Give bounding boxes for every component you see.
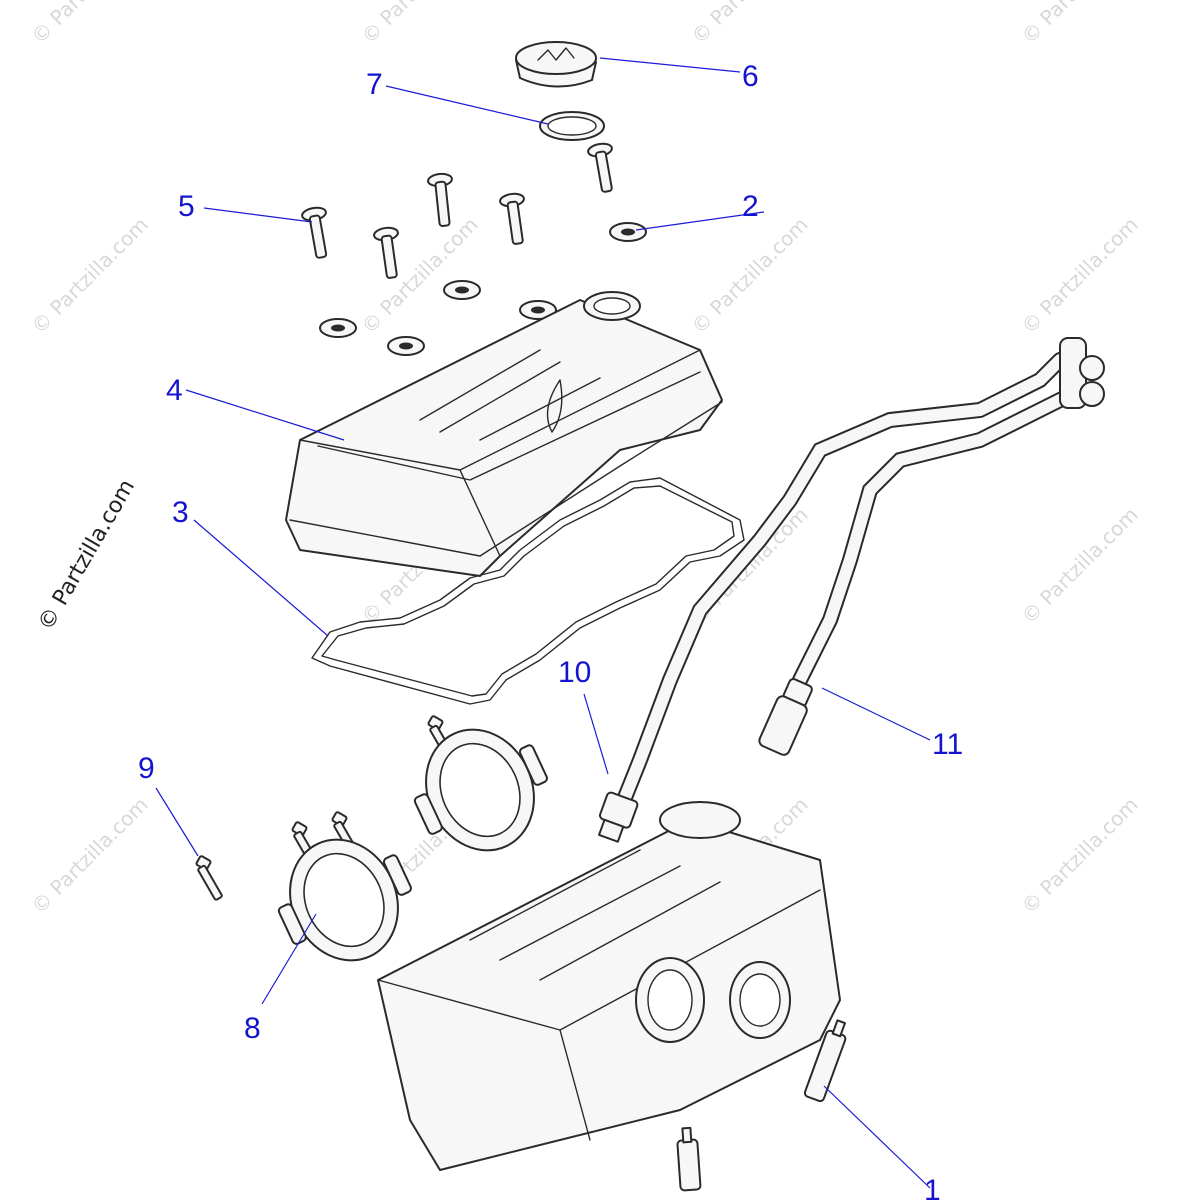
leader-line-8 [261, 913, 317, 1005]
callout-7[interactable]: 7 [366, 68, 383, 101]
leader-line-4 [185, 389, 345, 441]
callout-3[interactable]: 3 [172, 496, 189, 529]
leader-line-7 [385, 85, 549, 125]
callout-4[interactable]: 4 [166, 374, 183, 407]
breather-hoses [598, 337, 1105, 843]
leader-line-6 [599, 57, 741, 73]
cover-bolts [301, 142, 613, 279]
oil-filler-cap [515, 41, 597, 88]
callout-8[interactable]: 8 [244, 1012, 261, 1045]
callout-1[interactable]: 1 [924, 1174, 941, 1200]
watermark-text: © Partzilla.com [27, 212, 153, 338]
watermark-text: © Partzilla.com [1017, 0, 1143, 49]
callout-2[interactable]: 2 [742, 190, 759, 223]
callout-11[interactable]: 11 [932, 728, 963, 761]
watermark-text: © Partzilla.com [1017, 502, 1143, 628]
callout-6[interactable]: 6 [742, 60, 759, 93]
leader-line-11 [821, 687, 931, 741]
leader-line-2 [635, 211, 765, 231]
watermark-text: © Partzilla.com [27, 792, 153, 918]
callout-5[interactable]: 5 [178, 190, 195, 223]
grommet-washers [319, 222, 647, 356]
copyright-watermark: © Partzilla.com [34, 475, 141, 635]
leader-lines [155, 57, 931, 1189]
watermark-text: © Partzilla.com [1017, 212, 1143, 338]
watermark-text: © Partzilla.com [27, 0, 153, 49]
intake-boots [277, 728, 548, 962]
valve-cover [285, 291, 723, 577]
leader-line-3 [193, 519, 329, 637]
leader-line-1 [823, 1085, 931, 1189]
valve-cover-gasket [311, 477, 745, 705]
o-ring [539, 111, 605, 141]
callout-labels: 6 7 5 2 4 3 10 11 9 8 1 [138, 60, 963, 1200]
watermark-text: © Partzilla.com [357, 0, 483, 49]
leader-line-9 [155, 787, 199, 857]
leader-line-10 [583, 693, 609, 775]
callout-9[interactable]: 9 [138, 752, 155, 785]
leader-line-5 [203, 207, 313, 223]
watermark-text: © Partzilla.com [687, 212, 813, 338]
spark-plugs [676, 1019, 847, 1192]
watermark-text: © Partzilla.com [1017, 792, 1143, 918]
cylinder-head [377, 801, 841, 1171]
callout-10[interactable]: 10 [558, 656, 591, 689]
watermark-text: © Partzilla.com [687, 0, 813, 49]
